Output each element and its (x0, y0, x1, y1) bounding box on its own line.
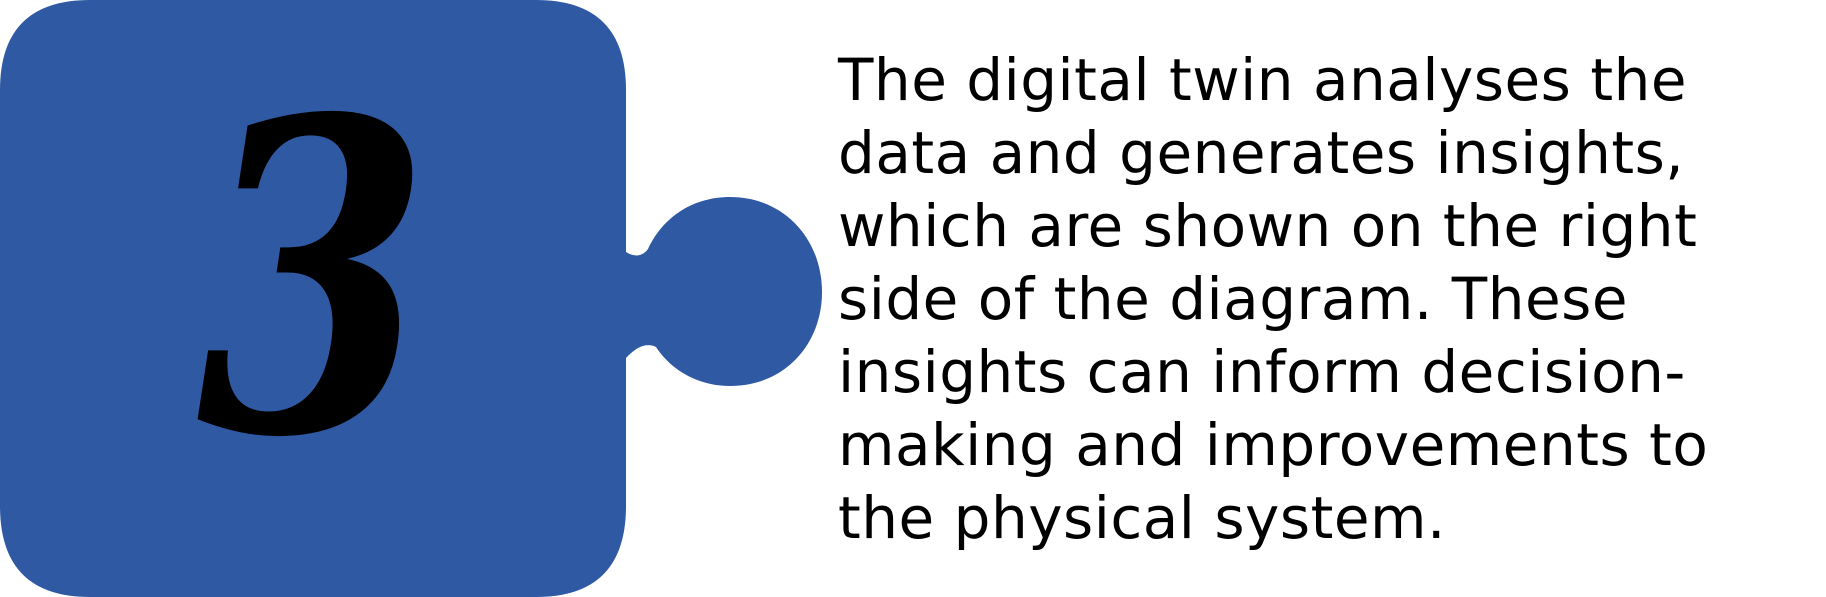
step-number: 3 (196, 27, 430, 532)
puzzle-piece-shape (0, 0, 822, 597)
puzzle-piece (0, 0, 822, 597)
description-text: The digital twin analyses the data and g… (838, 46, 1709, 552)
